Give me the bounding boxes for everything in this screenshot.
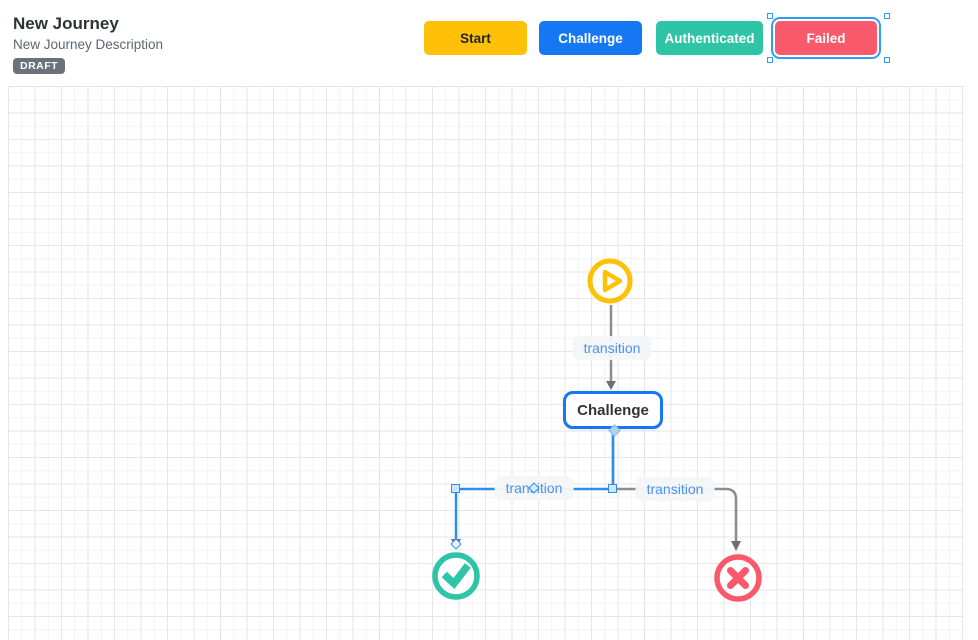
page-title: New Journey xyxy=(13,14,119,33)
edge-challenge-failed[interactable] xyxy=(611,431,738,542)
start-node-button[interactable]: Start xyxy=(424,21,527,55)
challenge-node[interactable]: Challenge xyxy=(563,391,663,437)
x-icon xyxy=(714,554,762,602)
arrowhead-icon xyxy=(606,381,616,390)
challenge-node-label: Challenge xyxy=(577,401,649,419)
flow-canvas[interactable]: transition transition transition Challen… xyxy=(8,86,964,640)
start-node[interactable] xyxy=(586,257,634,305)
failed-node[interactable] xyxy=(713,553,763,603)
status-badge: DRAFT xyxy=(13,58,66,74)
selection-handle xyxy=(767,13,773,19)
edge-label-transition[interactable]: transition xyxy=(572,336,652,360)
arrowhead-icon xyxy=(731,541,741,551)
challenge-node-button[interactable]: Challenge xyxy=(539,21,642,55)
edge-vertex-handle[interactable] xyxy=(451,484,460,493)
authenticated-node[interactable] xyxy=(431,551,481,601)
edges-layer xyxy=(451,305,741,551)
authenticated-node-button[interactable]: Authenticated xyxy=(656,21,763,55)
edge-vertex-handle[interactable] xyxy=(608,484,617,493)
selection-handle xyxy=(884,13,890,19)
header: New Journey New Journey Description DRAF… xyxy=(0,0,978,86)
page-description: New Journey Description xyxy=(13,37,164,52)
failed-node-button[interactable]: Failed xyxy=(771,17,881,59)
edge-label-transition[interactable]: transition xyxy=(635,477,715,501)
play-icon xyxy=(587,258,633,304)
check-icon xyxy=(432,552,480,600)
selection-handle xyxy=(884,57,890,63)
selection-handle xyxy=(767,57,773,63)
